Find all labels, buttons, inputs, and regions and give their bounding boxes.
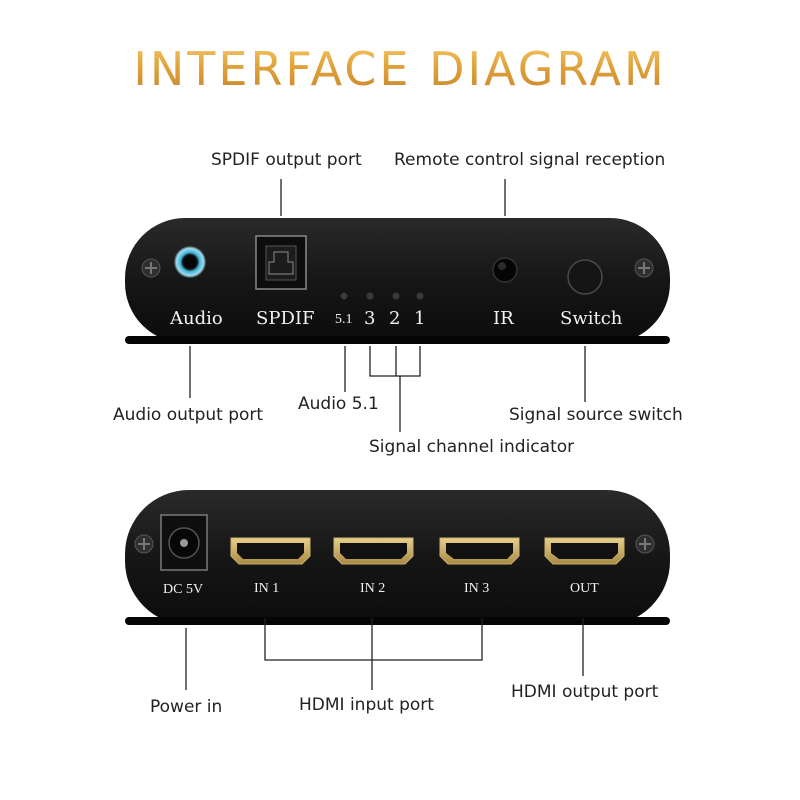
in2-label: IN 2 [360,581,386,596]
callout-signal-channel: Signal channel indicator [369,437,575,457]
in3-label: IN 3 [464,581,490,596]
callout-audio-output: Audio output port [113,405,264,425]
bottom-leader-lines [185,618,584,690]
ch-1-label: 1 [414,308,426,329]
ch-3-label: 3 [364,308,376,329]
hdmi-in1-icon [230,537,311,565]
led-3-icon [366,292,374,300]
diagram-title: INTERFACE DIAGRAM [0,42,800,96]
switch-button-icon [567,259,603,295]
top-leader-lines [189,179,586,432]
screw-icon [634,258,654,278]
dc-power-jack-icon [160,514,208,571]
led-2-icon [392,292,400,300]
ch-2-label: 2 [389,308,401,329]
spdif-port-label: SPDIF [256,308,315,329]
led-51-icon [340,292,348,300]
screw-icon [141,258,161,278]
callout-signal-source: Signal source switch [509,405,683,425]
audio-port-label: Audio [170,308,223,329]
ch-51-label: 5.1 [335,312,353,327]
top-panel [125,218,670,344]
ir-label: IR [493,308,514,329]
callout-hdmi-input: HDMI input port [299,695,434,715]
callout-spdif-output: SPDIF output port [211,150,362,170]
out-label: OUT [570,581,599,596]
screw-icon [635,534,655,554]
screw-icon [134,534,154,554]
callout-hdmi-output: HDMI output port [511,682,659,702]
led-1-icon [416,292,424,300]
callout-audio-51: Audio 5.1 [298,394,379,414]
hdmi-out-icon [544,537,625,565]
audio-jack-icon [174,246,206,278]
hdmi-in3-icon [439,537,520,565]
dc-5v-label: DC 5V [163,582,204,597]
hdmi-in2-icon [333,537,414,565]
spdif-port-icon [255,235,307,290]
ir-receiver-icon [492,257,518,283]
bottom-panel [125,490,670,625]
switch-label: Switch [560,308,623,329]
callout-remote-control: Remote control signal reception [394,150,666,170]
callout-power-in: Power in [150,697,223,717]
in1-label: IN 1 [254,581,280,596]
